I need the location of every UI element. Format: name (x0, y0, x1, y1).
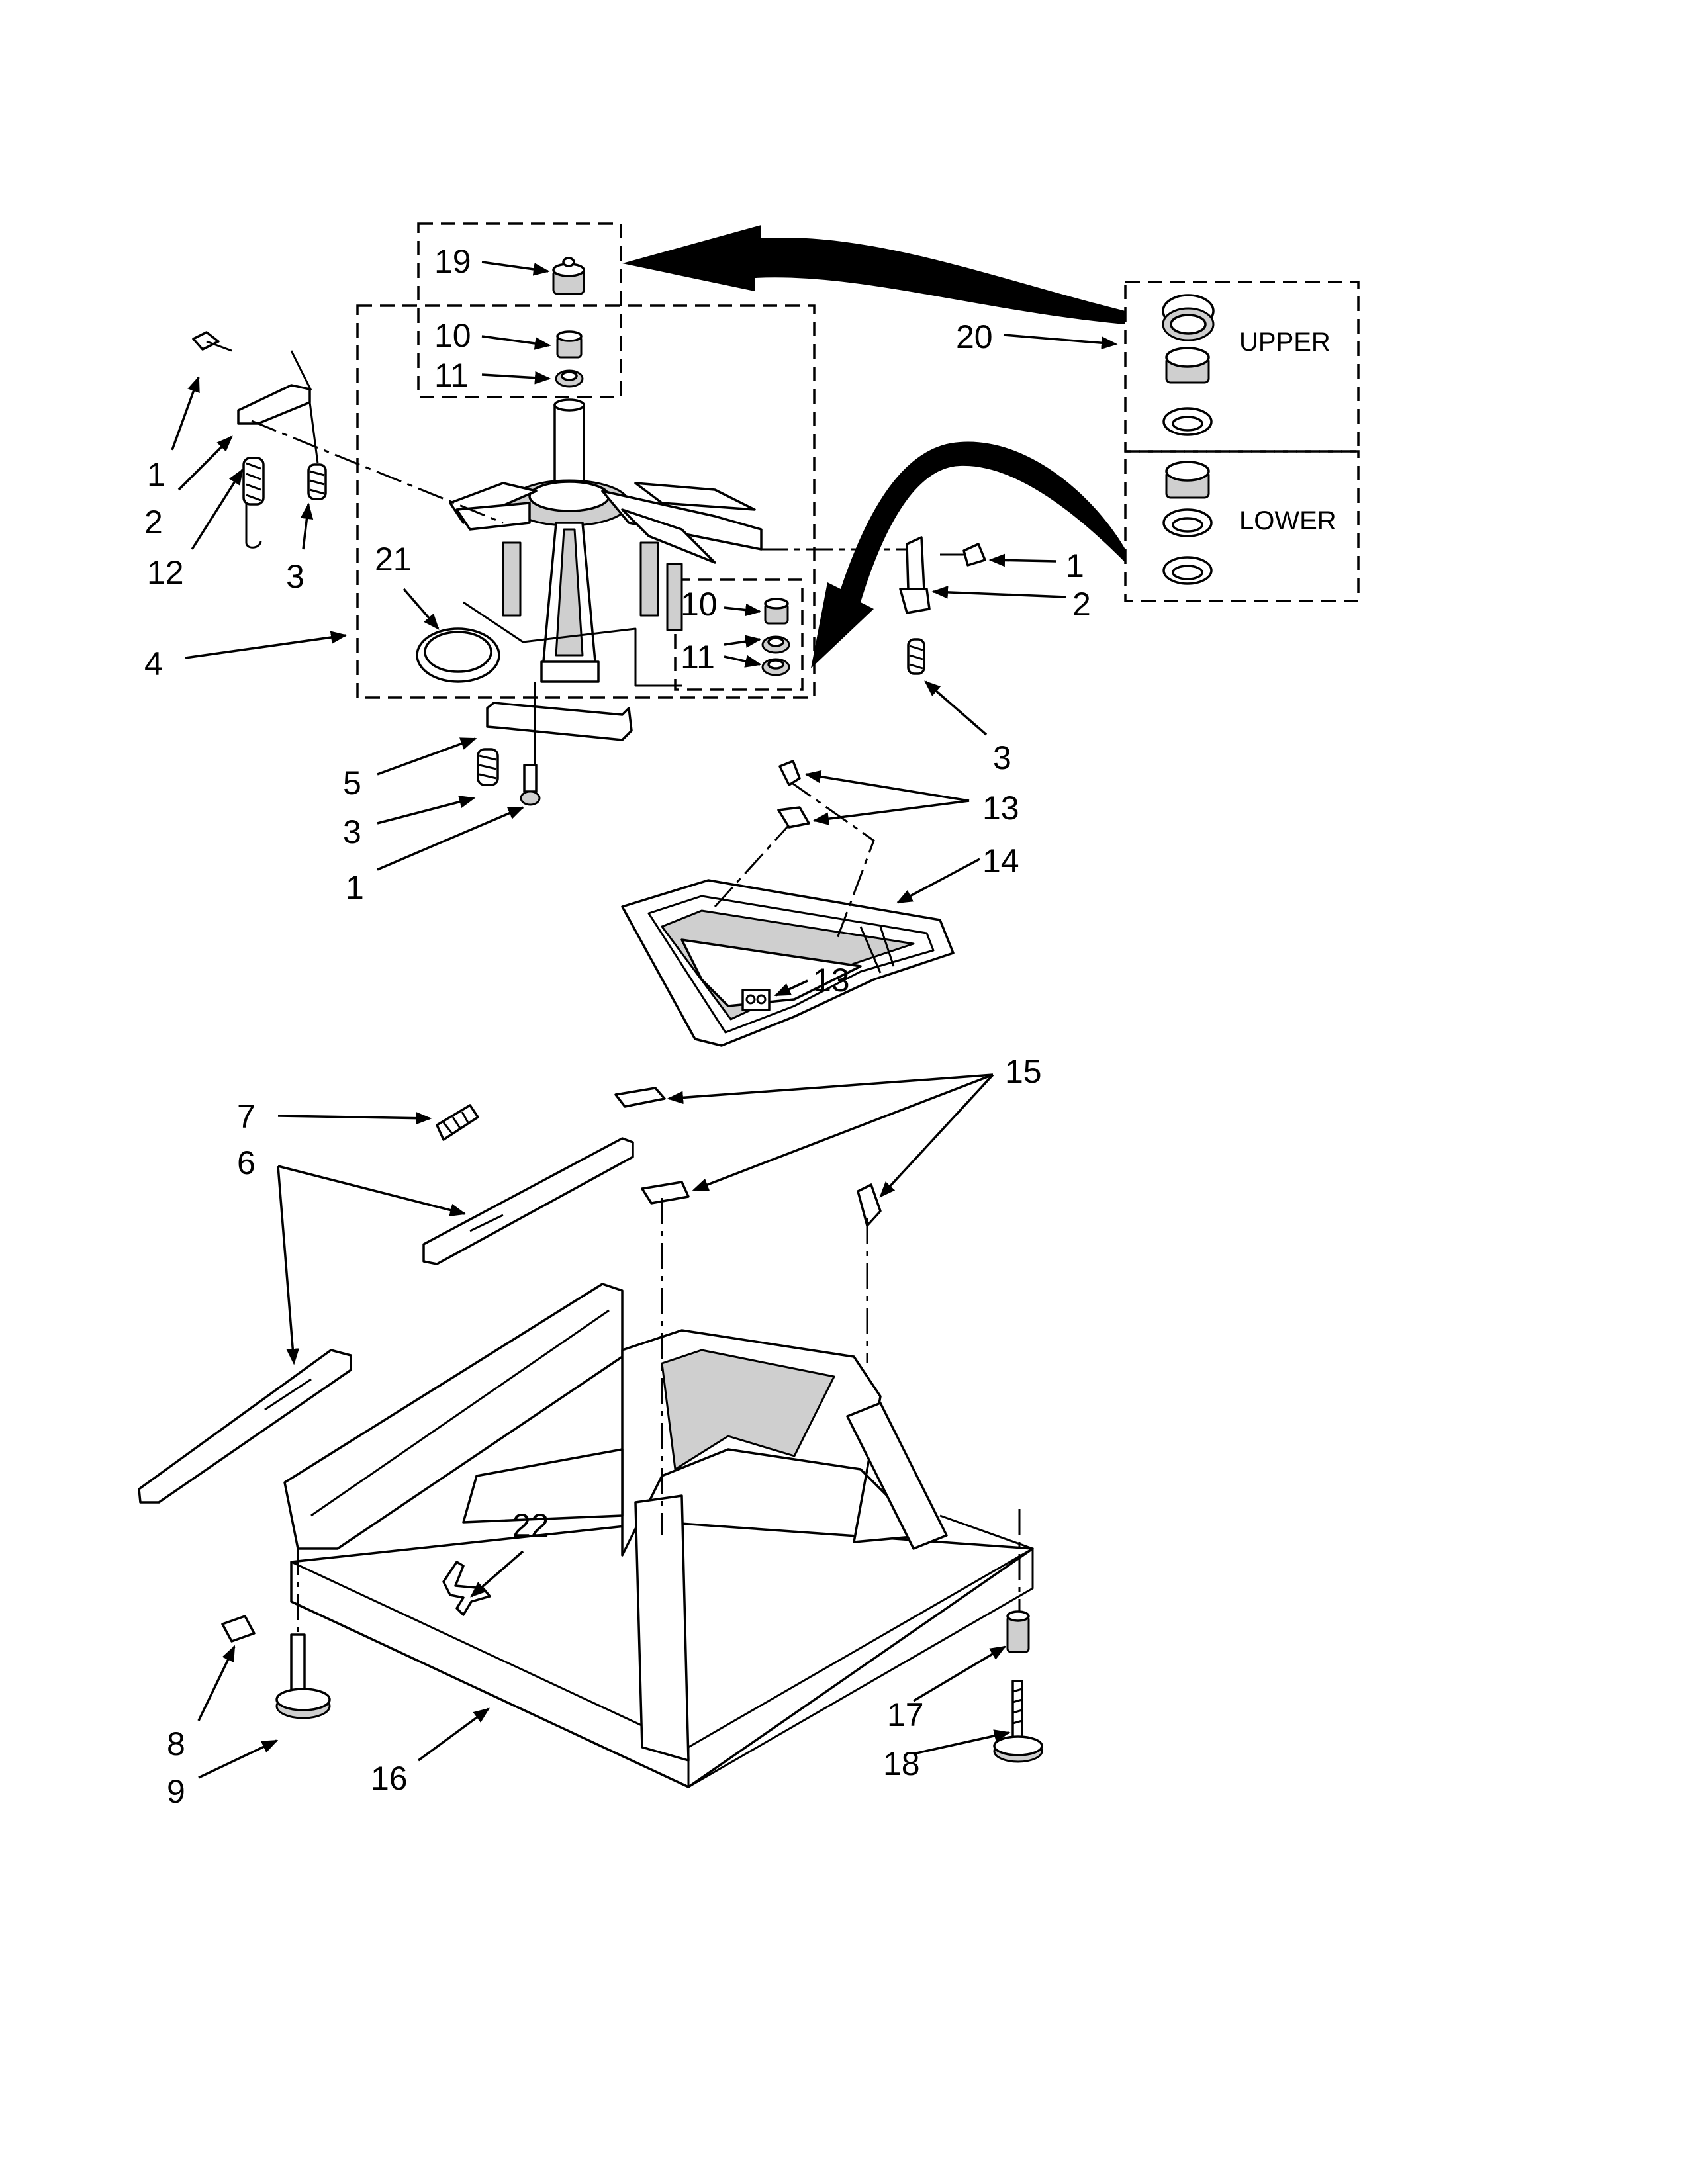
callout-1: 1 (147, 456, 165, 493)
callout-17: 17 (887, 1696, 924, 1733)
bottom-bracket-assembly (477, 682, 633, 806)
right-spring-assembly (761, 536, 986, 675)
callout-9: 9 (167, 1773, 185, 1810)
big-arrow-lower (811, 441, 1125, 668)
callout-10: 10 (680, 586, 718, 623)
callout-3: 3 (343, 813, 361, 850)
kit-upper-parts (1162, 294, 1215, 436)
callout-1: 1 (1066, 547, 1084, 584)
callout-7: 7 (237, 1098, 256, 1135)
box-kit-upper (1124, 281, 1360, 453)
hook-22 (442, 1561, 491, 1616)
foot-right (993, 1610, 1043, 1763)
top-bushing-parts (552, 257, 585, 388)
foot-left (221, 1615, 331, 1719)
callout-5: 5 (343, 764, 361, 801)
callout-8: 8 (167, 1725, 185, 1762)
callout-14: 14 (982, 842, 1019, 880)
callout-3: 3 (993, 739, 1011, 776)
callout-11: 11 (434, 357, 469, 394)
box-side-bushing (674, 578, 804, 691)
tub-ring-frame (621, 780, 955, 1047)
callout-11: 11 (680, 639, 715, 676)
callout-3: 3 (286, 558, 305, 595)
callout-2: 2 (1072, 586, 1091, 623)
callout-15: 15 (1005, 1053, 1042, 1090)
ring-21 (416, 627, 500, 683)
callout-6: 6 (237, 1144, 256, 1181)
box-kit-lower (1124, 450, 1360, 602)
box-suspension-assembly (356, 304, 816, 699)
clips-15 (614, 1087, 882, 1227)
callout-18: 18 (883, 1745, 920, 1782)
spring-7 (436, 1104, 479, 1141)
box-top-bushing (417, 222, 622, 398)
callout-labels: 19 10 11 1 2 12 3 21 4 10 11 1 2 3 20 5 … (144, 243, 1091, 1810)
suspension-assembly (449, 398, 763, 687)
callout-22: 22 (512, 1507, 549, 1544)
callout-13: 13 (982, 790, 1019, 827)
leader-lines (171, 261, 1118, 1779)
kit-lower-parts (1162, 461, 1213, 585)
side-bushing-parts (761, 598, 790, 676)
callout-4: 4 (144, 645, 163, 682)
big-arrow-upper (622, 225, 1125, 324)
callout-20: 20 (956, 318, 993, 355)
callout-12: 12 (147, 554, 184, 591)
left-spring-assembly (192, 331, 504, 549)
callout-10: 10 (434, 317, 471, 354)
strap-plates-6 (138, 1137, 634, 1504)
kit-upper-label: UPPER (1239, 328, 1331, 357)
callout-16: 16 (371, 1760, 408, 1797)
callout-13: 13 (813, 962, 850, 999)
pads-13 (741, 760, 810, 1011)
callout-21: 21 (375, 541, 412, 578)
callout-1: 1 (346, 869, 364, 906)
kit-lower-label: LOWER (1239, 506, 1336, 535)
callout-2: 2 (144, 504, 163, 541)
callout-19: 19 (434, 243, 471, 280)
